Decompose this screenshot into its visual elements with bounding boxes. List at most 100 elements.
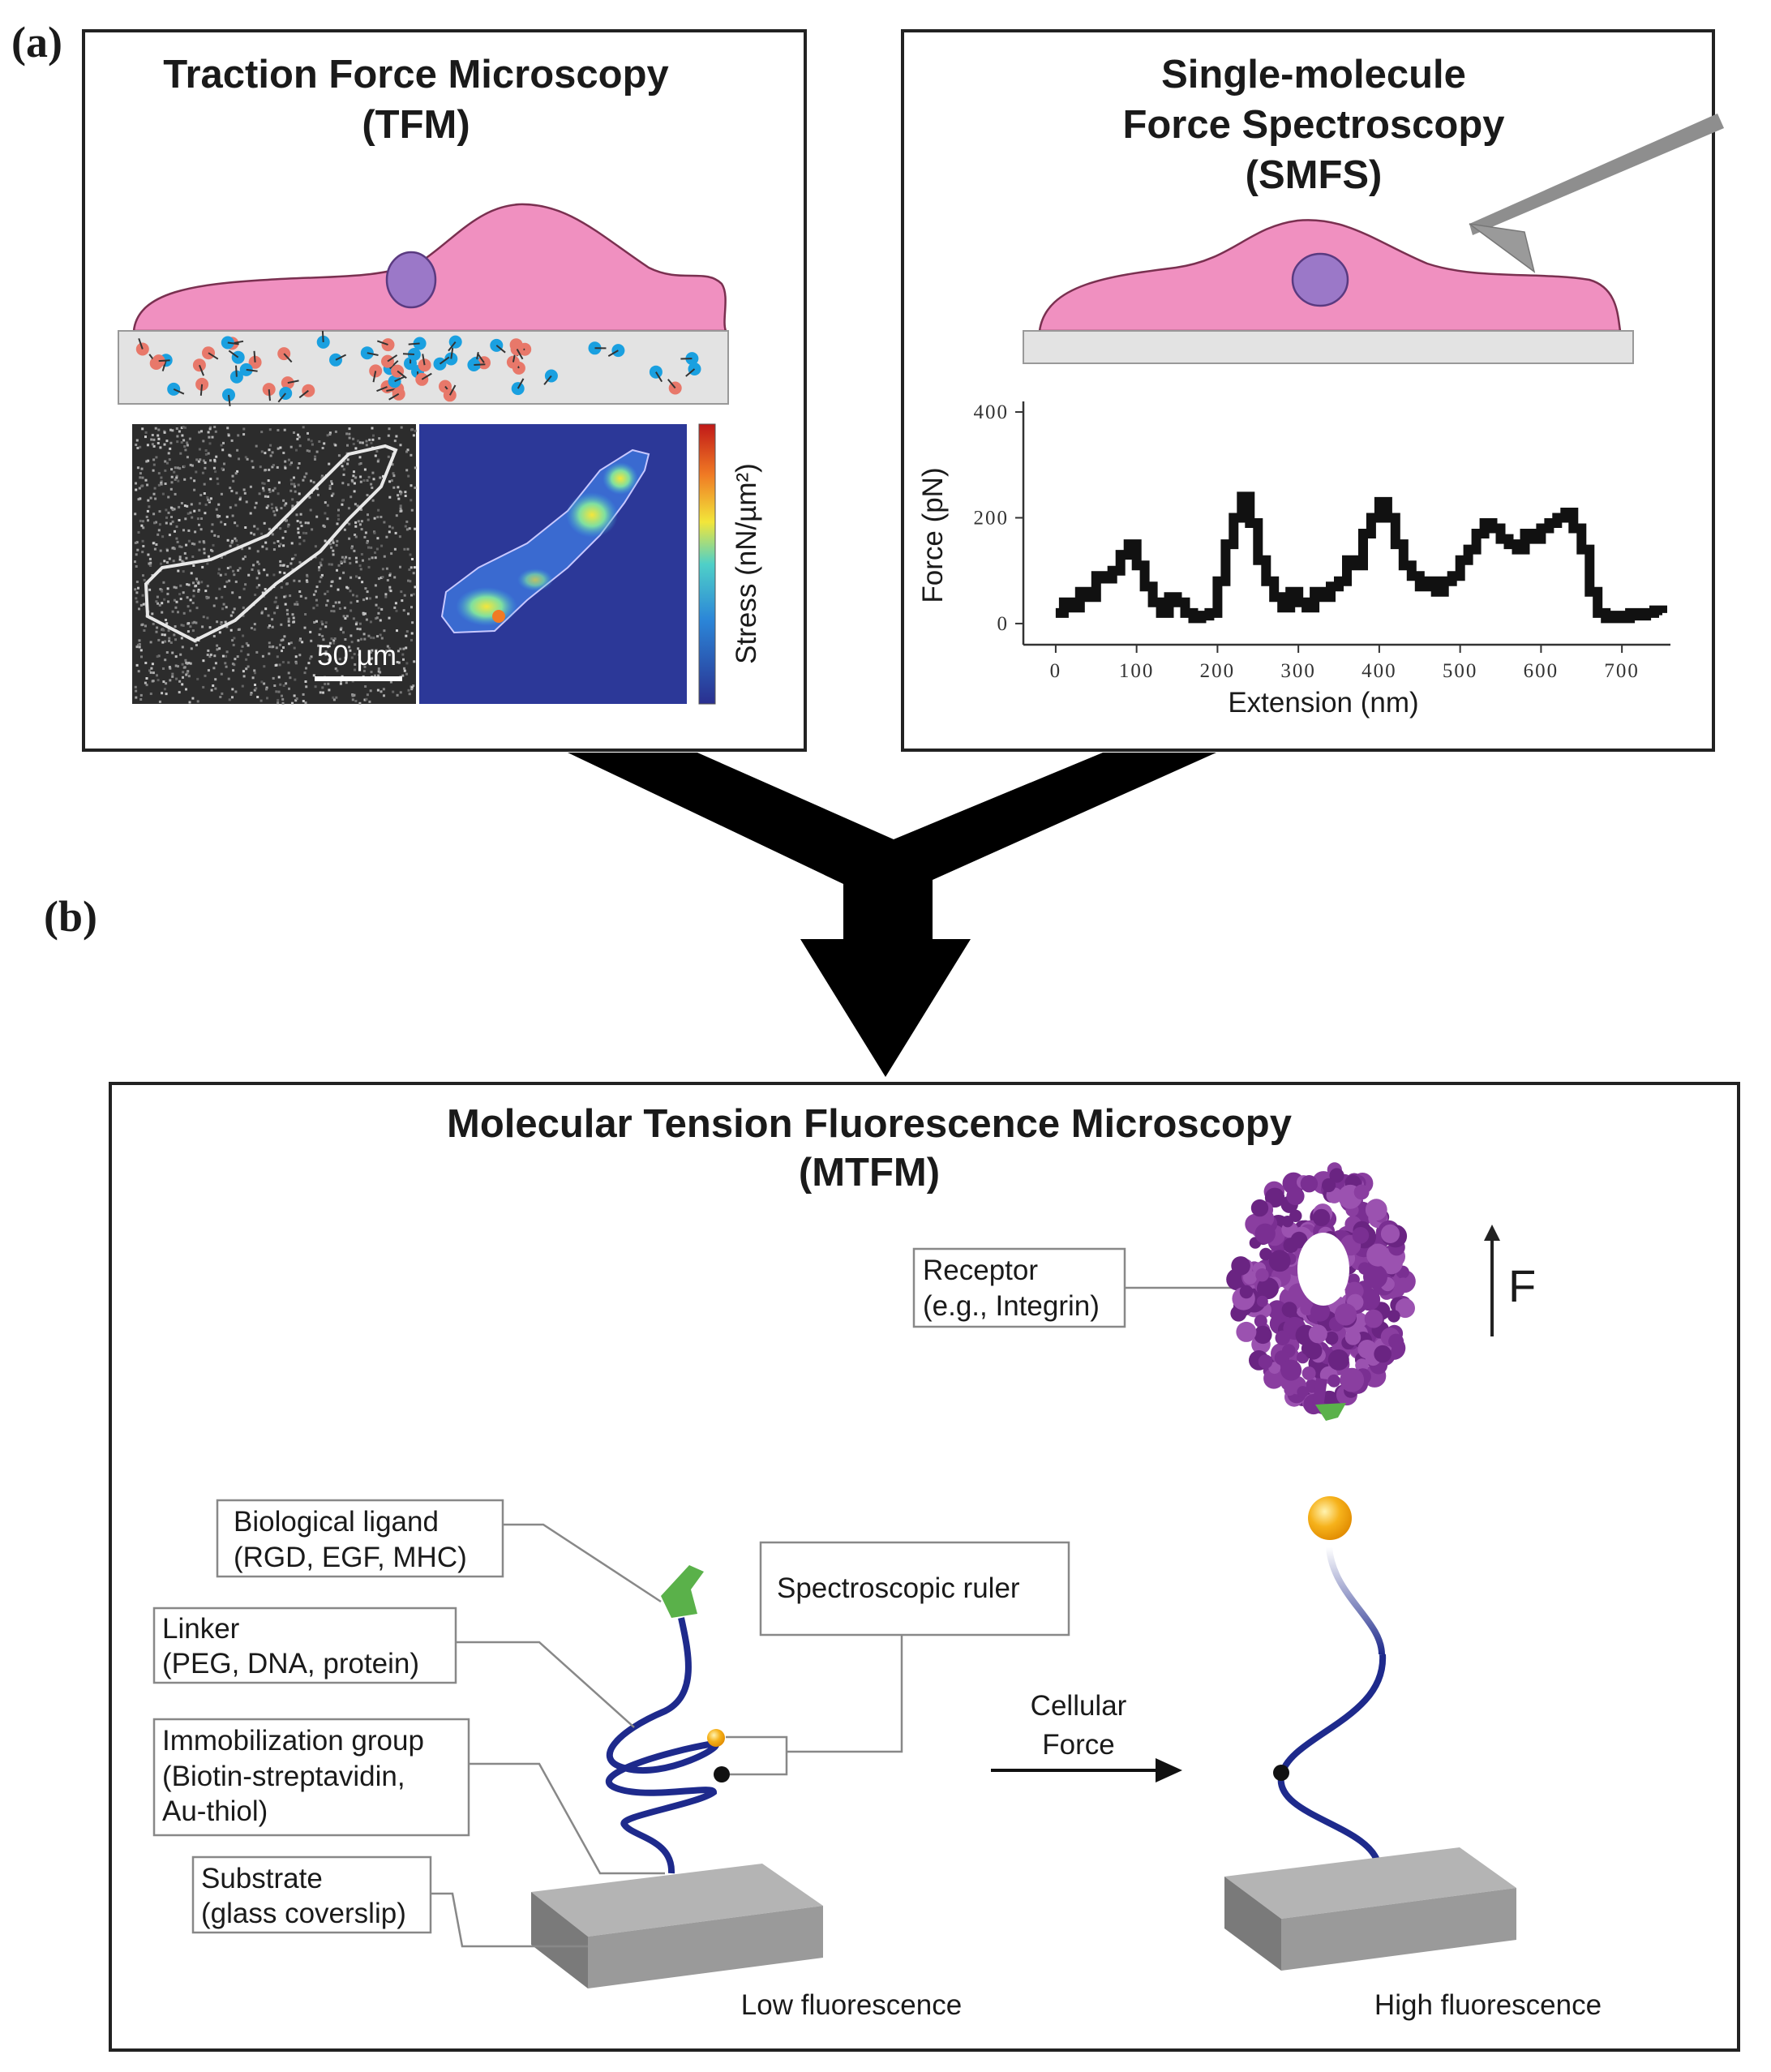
bead-speck: [271, 465, 274, 469]
bead-speck: [221, 448, 225, 452]
bead-speck: [157, 434, 160, 437]
bead-speck: [353, 653, 356, 655]
bead-speck: [185, 556, 188, 560]
bead-speck: [364, 531, 367, 534]
bead-speck: [223, 462, 225, 465]
bead-speck: [388, 427, 391, 431]
bead-speck: [254, 594, 257, 596]
bead-speck: [155, 543, 158, 546]
receptor-subunit: [1352, 1227, 1370, 1244]
bead-speck: [349, 576, 353, 579]
bead-speck: [294, 678, 297, 681]
bead-speck: [366, 494, 369, 496]
y-tick-label: 400: [974, 401, 1010, 423]
bead-speck: [212, 684, 215, 687]
bead-speck: [318, 440, 321, 443]
bead-speck: [134, 560, 136, 564]
bead-speck: [296, 501, 299, 504]
bead-speck: [362, 598, 366, 602]
receptor-subunit: [1353, 1184, 1370, 1200]
bead-speck: [374, 556, 377, 560]
bead-speck: [173, 633, 176, 637]
bead-speck: [168, 534, 171, 537]
bead-speck: [213, 534, 217, 537]
bead-speck: [162, 628, 165, 632]
bead-speck: [149, 641, 152, 644]
bead-speck: [401, 674, 405, 677]
bead-speck: [135, 482, 137, 485]
stress-colorbar: [698, 423, 716, 705]
receptor-subunit: [1304, 1341, 1323, 1360]
bead-speck: [164, 640, 167, 643]
bead-speck: [381, 576, 384, 579]
bead-speck: [222, 603, 225, 606]
bead-speck: [377, 674, 380, 677]
bead-speck: [218, 647, 221, 650]
bead-displacement: [173, 388, 185, 395]
bead-speck: [165, 508, 168, 512]
bead-speck: [151, 612, 154, 616]
bead-speck: [289, 562, 293, 565]
bead-speck: [337, 601, 341, 604]
tfm-title-line2: (TFM): [362, 103, 470, 147]
bead-speck: [411, 558, 414, 560]
bead-speck: [304, 701, 307, 705]
bead-speck: [383, 629, 386, 633]
bead-speck: [238, 596, 242, 599]
bead-speck: [173, 547, 176, 551]
bead-speck: [169, 506, 173, 509]
bead-speck: [178, 558, 182, 561]
bead-speck: [264, 452, 267, 455]
bead-speck: [180, 441, 183, 444]
bead-speck: [323, 442, 326, 445]
bead-speck: [224, 523, 227, 526]
bead-speck: [279, 683, 282, 686]
bead-speck: [161, 633, 164, 637]
bead-speck: [403, 667, 405, 670]
bead-speck: [270, 503, 273, 506]
bead-speck: [140, 524, 144, 527]
bead-speck: [157, 602, 160, 605]
bead-speck: [145, 515, 148, 518]
bead-speck: [280, 623, 283, 626]
bead-speck: [175, 427, 178, 430]
bead-speck: [178, 680, 182, 683]
bead-speck: [196, 700, 199, 703]
bead-displacement: [667, 379, 676, 389]
bead-speck: [392, 472, 395, 475]
bead-speck: [165, 682, 168, 685]
bead-speck: [186, 671, 189, 675]
bead-speck: [157, 529, 161, 532]
bead-speck: [144, 478, 148, 482]
bead-speck: [367, 475, 371, 478]
bead-speck: [167, 452, 170, 455]
bead-speck: [360, 520, 363, 523]
bead-speck: [135, 439, 139, 442]
immob-label-box: [152, 1718, 470, 1837]
bead-speck: [332, 549, 335, 552]
bead-speck: [327, 682, 330, 685]
bead-speck: [328, 431, 332, 435]
bead-speck: [334, 667, 337, 671]
bead-speck: [263, 521, 266, 525]
bead-speck: [179, 452, 182, 455]
bead-speck: [224, 620, 227, 624]
receptor-subunit: [1297, 1386, 1309, 1398]
bead-speck: [176, 540, 179, 543]
bead-speck: [363, 637, 367, 641]
bead-speck: [233, 637, 236, 640]
bead-speck: [170, 475, 174, 478]
bead-speck: [157, 437, 161, 440]
bead-speck: [252, 533, 255, 536]
bead-speck: [298, 444, 302, 448]
bead-speck: [158, 700, 161, 703]
bead-speck: [354, 521, 358, 524]
bead-speck: [184, 426, 187, 429]
bead-speck: [293, 431, 295, 434]
ligand-label-box: [216, 1499, 504, 1578]
bead-speck: [405, 469, 409, 472]
bead-speck: [201, 625, 204, 628]
bead-speck: [367, 634, 371, 637]
mtfm-title-line2: (MTFM): [799, 1151, 940, 1195]
bead-speck: [303, 626, 307, 629]
